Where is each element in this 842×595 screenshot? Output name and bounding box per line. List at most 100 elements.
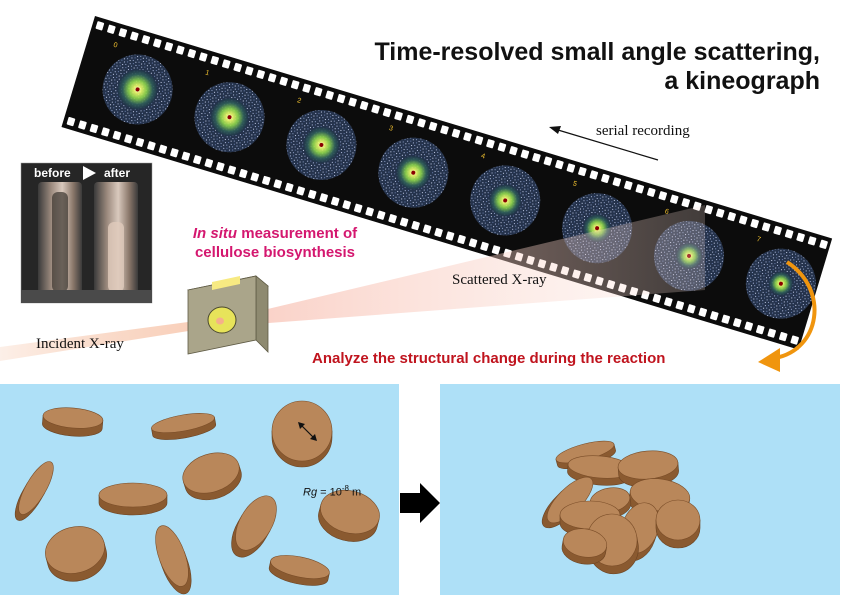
- vials-photo: [20, 162, 153, 304]
- film-perforation: [474, 135, 484, 145]
- film-perforation: [434, 227, 443, 238]
- film-perforation: [187, 48, 197, 59]
- film-perforation: [319, 193, 328, 203]
- film-perforation: [78, 120, 87, 130]
- frame-number-0: 0: [112, 42, 118, 50]
- film-perforation: [124, 134, 133, 144]
- film-perforation: [221, 59, 231, 69]
- film-perforation: [744, 321, 754, 331]
- film-perforation: [784, 229, 794, 239]
- film-perforation: [233, 62, 242, 73]
- film-perforation: [382, 107, 392, 118]
- film-perforation: [296, 186, 305, 196]
- cellulose-particle: [268, 555, 330, 586]
- beam-stop-3: [411, 170, 416, 175]
- film-perforation: [273, 179, 283, 189]
- film-perforation: [422, 224, 432, 234]
- film-frame-2: 2: [286, 97, 357, 180]
- cellulose-particle: [561, 528, 608, 565]
- film-perforation: [107, 24, 116, 34]
- incident-xray-beam: [0, 318, 220, 361]
- film-perforation: [284, 182, 294, 193]
- cellulose-particle: [151, 413, 217, 440]
- film-perforation: [555, 159, 564, 170]
- film-perforation: [244, 66, 254, 76]
- film-perforation: [141, 35, 151, 45]
- film-perforations-top: [95, 21, 828, 249]
- film-perforation: [819, 239, 828, 249]
- film-perforation: [239, 168, 248, 179]
- film-perforation: [566, 163, 576, 173]
- film-perforation: [727, 211, 736, 222]
- film-perforation: [290, 80, 300, 90]
- rg-value: = 10: [317, 486, 342, 499]
- title-line-1: Time-resolved small angle scattering,: [374, 38, 820, 66]
- incident-xray-label: Incident X-ray: [36, 336, 124, 352]
- film-perforation: [669, 194, 679, 204]
- serial-recording-label: serial recording: [596, 123, 690, 139]
- film-perforation: [675, 300, 685, 310]
- frame-number-7: 7: [756, 236, 762, 244]
- insitu-italic: In situ: [192, 225, 238, 242]
- film-perforation: [767, 328, 776, 338]
- sample-cell: [187, 275, 269, 355]
- film-frame-4: 4: [470, 153, 541, 236]
- film-perforation: [405, 114, 415, 125]
- film-perforation: [750, 218, 759, 229]
- film-perforation: [761, 222, 771, 232]
- film-perforation: [497, 142, 507, 152]
- film-perforation: [170, 148, 179, 158]
- curved-arrow-icon: [758, 260, 817, 372]
- cellulose-particle: [155, 525, 192, 595]
- film-perforation: [647, 187, 656, 197]
- film-perforation: [66, 116, 76, 127]
- play-triangle-icon: [83, 166, 96, 180]
- scattered-xray-cone: [230, 205, 705, 326]
- film-perforation: [451, 128, 461, 138]
- film-perforation: [411, 221, 420, 231]
- film-perforation: [428, 121, 438, 132]
- beam-stop-2: [319, 142, 324, 147]
- film-perforation: [445, 231, 455, 241]
- frame-number-4: 4: [480, 153, 486, 161]
- film-perforation: [543, 156, 553, 166]
- cellulose-particle: [318, 489, 380, 542]
- film-perforation: [118, 28, 128, 38]
- film-perforation: [532, 153, 541, 163]
- film-perforation: [181, 151, 191, 161]
- film-frame-3: 3: [378, 125, 449, 208]
- film-perforation: [330, 196, 340, 206]
- film-perforation: [807, 236, 817, 246]
- film-perforation: [353, 203, 363, 213]
- film-perforation: [365, 207, 374, 217]
- insitu-line-2: cellulose biosynthesis: [194, 244, 356, 261]
- particles-aggregated: [541, 440, 701, 575]
- arrow-right-icon: [400, 483, 440, 523]
- film-perforation: [589, 170, 599, 180]
- film-perforation: [578, 166, 587, 177]
- radius-of-gyration-label: Rg = 10-8 m: [303, 484, 361, 499]
- film-perforation: [101, 127, 110, 137]
- film-perforation: [147, 141, 156, 151]
- film-perforation: [210, 55, 220, 66]
- film-perforation: [755, 325, 765, 335]
- film-perforation: [635, 184, 645, 194]
- cellulose-particle: [14, 461, 54, 521]
- double-arrow-icon: [298, 422, 317, 441]
- film-perforation: [773, 225, 782, 236]
- beam-stop-1: [227, 115, 232, 120]
- film-perforation: [164, 42, 174, 52]
- serial-recording-arrow: [549, 126, 659, 161]
- film-perforation: [158, 144, 168, 154]
- film-perforation: [388, 214, 397, 224]
- particles-dispersed: [14, 400, 380, 595]
- scattered-xray-label: Scattered X-ray: [452, 272, 547, 288]
- title-line-2: a kineograph: [664, 67, 820, 95]
- film-perforation: [394, 111, 403, 121]
- film-perforation: [417, 118, 426, 128]
- frame-number-2: 2: [296, 97, 302, 105]
- film-perforation: [658, 191, 668, 201]
- film-perforation: [198, 52, 208, 62]
- film-perforation: [480, 241, 489, 252]
